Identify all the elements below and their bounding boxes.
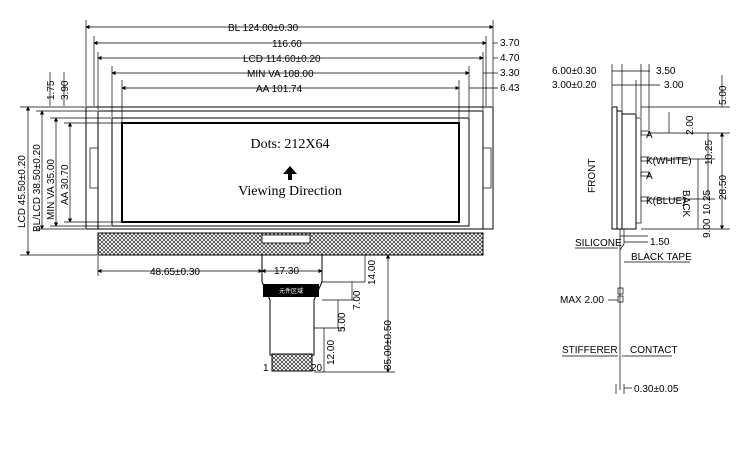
d-7: 7.00 bbox=[352, 290, 363, 310]
glass-layer-1 bbox=[611, 106, 618, 230]
side-d200: 2.00 bbox=[685, 115, 696, 135]
front-view: Dots: 212X64 Viewing Direction BL 124.00… bbox=[17, 20, 520, 374]
k-white-label: K(WHITE) bbox=[646, 156, 692, 167]
side-d500: 5.00 bbox=[718, 85, 729, 105]
viewing-area bbox=[111, 117, 470, 227]
contact-label: CONTACT bbox=[630, 345, 678, 356]
side-d300a: 3.00±0.20 bbox=[552, 80, 597, 91]
front-label: FRONT bbox=[587, 159, 598, 193]
top-dimensions: BL 124.00±0.30 116.60 LCD 114.60±0.20 MI… bbox=[85, 20, 520, 122]
right-offset-1: 3.70 bbox=[500, 38, 520, 49]
side-right-dimensions: 5.00 2.00 28.50 10.25 10.25 9.00 bbox=[641, 75, 730, 238]
a-blue-label: A bbox=[646, 171, 653, 182]
side-view: A K(WHITE) A K(BLUE) FRONT BACK 6.00±0.3… bbox=[552, 64, 730, 395]
left-dimensions: LCD 45.50±0.20 BL/LCD 38.50±0.20 MIN VA … bbox=[17, 72, 121, 256]
side-d900: 9.00 bbox=[702, 218, 713, 238]
stifferer-label: STIFFERER bbox=[562, 345, 618, 356]
right-offset-3: 3.30 bbox=[500, 68, 520, 79]
side-top-dimensions: 6.00±0.30 3.00±0.20 3.50 3.00 bbox=[552, 64, 684, 130]
backlight-rear bbox=[635, 117, 642, 224]
right-offset-4: 6.43 bbox=[500, 83, 520, 94]
top-offset-1: 1.75 bbox=[46, 80, 57, 100]
side-d1025a: 10.25 bbox=[702, 190, 713, 215]
minva-width: MIN VA 108.00 bbox=[247, 69, 314, 80]
d-14: 14.00 bbox=[367, 260, 378, 285]
pin-a-blue bbox=[640, 171, 650, 177]
w116-width: 116.60 bbox=[272, 39, 302, 50]
connector-slot bbox=[261, 234, 311, 244]
bl-width: BL 124.00±0.30 bbox=[228, 23, 299, 34]
offset-48-65: 48.65±0.30 bbox=[150, 267, 200, 278]
pin-20: 20 bbox=[311, 363, 323, 374]
black-tape-label: BLACK TAPE bbox=[631, 252, 692, 263]
d-5: 5.00 bbox=[337, 312, 348, 332]
viewing-direction-label: Viewing Direction bbox=[238, 184, 342, 199]
bl-lcd-height: BL/LCD 38.50±0.20 bbox=[32, 144, 43, 232]
side-d030: 0.30±0.05 bbox=[634, 384, 679, 395]
side-d350: 3.50 bbox=[656, 66, 676, 77]
glass-layer-2 bbox=[616, 110, 623, 230]
bottom-dimensions: 48.65±0.30 17.30 35.00±0.50 14.00 7.00 5… bbox=[97, 254, 483, 374]
side-d1025b: 10.25 bbox=[704, 140, 715, 165]
aa-width: AA 101.74 bbox=[256, 84, 303, 95]
fpc-component-label: 元件区域 bbox=[279, 287, 303, 295]
fpc-width-17-30: 17.30 bbox=[274, 266, 299, 277]
aa-height: AA 30.70 bbox=[60, 164, 71, 205]
fpc-component-area bbox=[263, 284, 319, 297]
right-offset-2: 4.70 bbox=[500, 53, 520, 64]
a-white-label: A bbox=[646, 130, 653, 141]
side-d2850: 28.50 bbox=[718, 175, 729, 200]
dots-label: Dots: 212X64 bbox=[251, 137, 330, 152]
side-d300b: 3.00 bbox=[664, 80, 684, 91]
d-12: 12.00 bbox=[326, 340, 337, 365]
side-d600: 6.00±0.30 bbox=[552, 66, 597, 77]
back-label: BACK bbox=[680, 190, 691, 218]
side-callouts: 1.50 SILICONE BLACK TAPE MAX 2.00 STIFFE… bbox=[560, 235, 692, 395]
k-blue-label: K(BLUE) bbox=[646, 196, 685, 207]
pcb-strip bbox=[97, 232, 484, 256]
side-d150: 1.50 bbox=[650, 237, 670, 248]
fpc-length-35: 35.00±0.50 bbox=[383, 320, 394, 370]
right-tab bbox=[482, 147, 492, 189]
viewing-direction-arrow-icon bbox=[283, 166, 297, 180]
minva-height: MIN VA 35.00 bbox=[46, 159, 57, 220]
lcd-width: LCD 114.60±0.20 bbox=[243, 54, 321, 65]
silicone-label: SILICONE bbox=[575, 238, 622, 249]
max-label: MAX 2.00 bbox=[560, 295, 604, 306]
backlight-body bbox=[621, 113, 637, 230]
left-tab bbox=[89, 147, 99, 189]
fpc-contact-pads bbox=[271, 353, 313, 372]
pin-1: 1 bbox=[263, 363, 269, 374]
active-area bbox=[121, 122, 460, 223]
top-offset-2: 3.90 bbox=[60, 80, 71, 100]
lcd-height: LCD 45.50±0.20 bbox=[17, 155, 28, 228]
